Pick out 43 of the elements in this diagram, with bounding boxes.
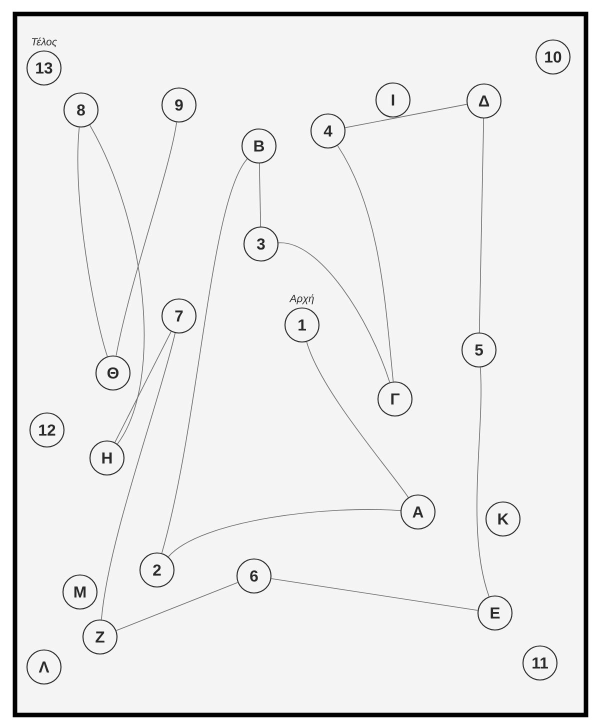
circle-node: 2 bbox=[139, 552, 175, 588]
circle-node: Θ bbox=[95, 355, 131, 391]
pencil-line bbox=[168, 509, 401, 558]
pencil-line bbox=[89, 124, 144, 444]
circle-node: Ζ bbox=[82, 619, 118, 655]
pencil-line bbox=[344, 104, 468, 128]
circle-node: 9 bbox=[161, 87, 197, 123]
pencil-line bbox=[161, 158, 248, 554]
pencil-line bbox=[337, 145, 394, 382]
circle-node: 10 bbox=[535, 39, 571, 75]
circle-node: Μ bbox=[62, 574, 98, 610]
handwritten-label: Τέλος bbox=[32, 38, 57, 48]
circle-node: 7 bbox=[161, 298, 197, 334]
circle-node: 12 bbox=[29, 412, 65, 448]
circle-node: Κ bbox=[485, 501, 521, 537]
handwritten-label: Αρχή bbox=[289, 294, 314, 304]
circle-node: 8 bbox=[63, 92, 99, 128]
circle-node: Λ bbox=[26, 649, 62, 685]
circle-node: Γ bbox=[377, 381, 413, 417]
circle-node: Β bbox=[241, 128, 277, 164]
circle-node: Δ bbox=[466, 83, 502, 119]
pencil-line bbox=[306, 342, 409, 498]
circle-node: 4 bbox=[310, 113, 346, 149]
pencil-line bbox=[270, 578, 478, 611]
pencil-line bbox=[116, 582, 238, 631]
circle-node: Ι bbox=[375, 82, 411, 118]
pencil-line bbox=[114, 331, 172, 443]
circle-node: 6 bbox=[236, 558, 272, 594]
circle-node: Α bbox=[400, 494, 436, 530]
pencil-line bbox=[478, 118, 484, 333]
circle-node: 11 bbox=[522, 645, 558, 681]
circle-node: Ε bbox=[477, 595, 513, 631]
pencil-line bbox=[101, 332, 176, 620]
pencil-line bbox=[476, 367, 490, 597]
circle-node: 5 bbox=[461, 332, 497, 368]
circle-node: 13 bbox=[26, 50, 62, 86]
circle-node: Η bbox=[89, 440, 125, 476]
circle-node: 3 bbox=[243, 226, 279, 262]
circle-node: 1 bbox=[284, 307, 320, 343]
pencil-line bbox=[78, 127, 108, 357]
pencil-line bbox=[116, 122, 177, 356]
pencil-line bbox=[278, 242, 390, 383]
pencil-line bbox=[258, 163, 262, 227]
